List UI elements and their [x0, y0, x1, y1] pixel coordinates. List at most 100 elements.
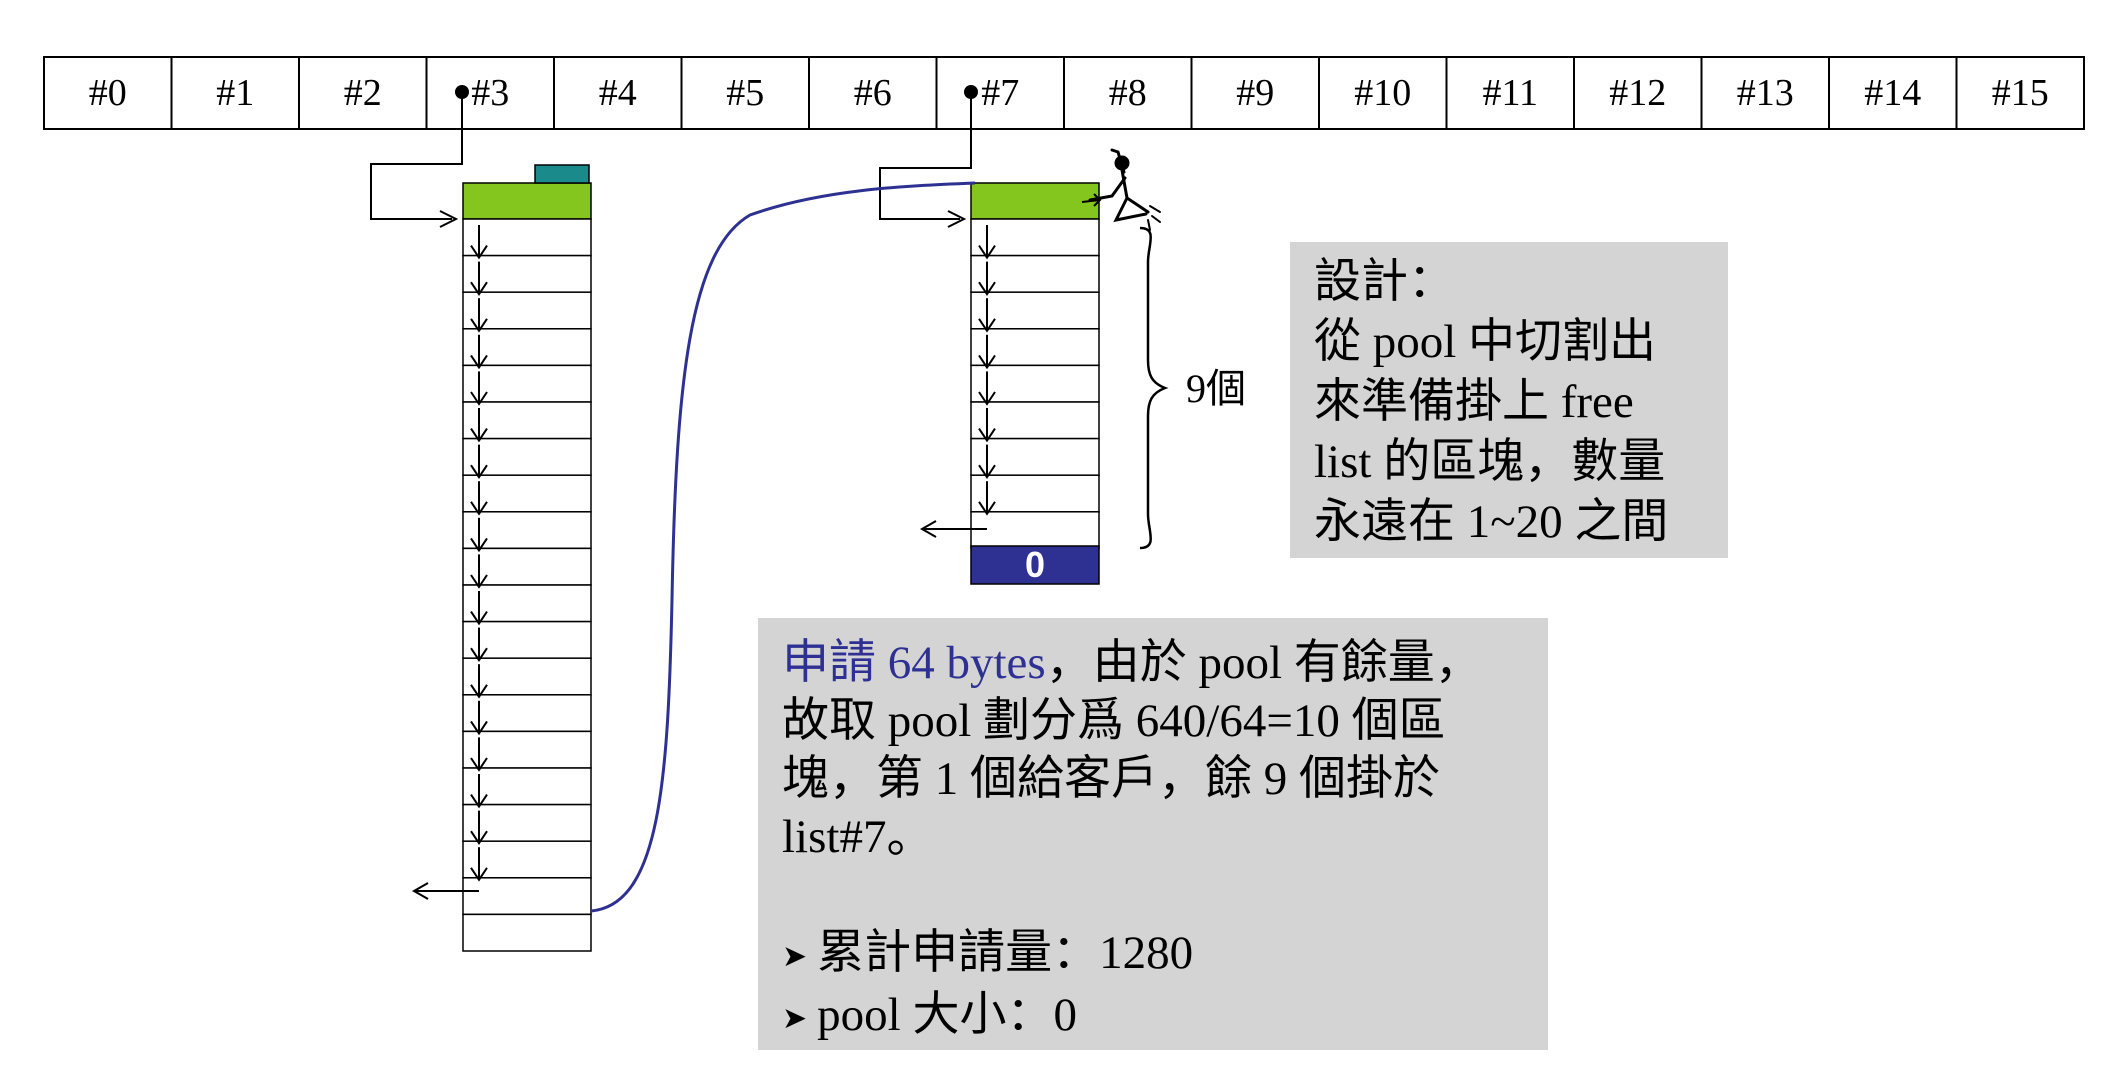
- free-list-slot-label: #11: [1482, 72, 1538, 114]
- next-pointer-arrowhead: [470, 501, 488, 516]
- chunk-cell: [970, 511, 1100, 550]
- next-pointer-arrowhead: [978, 428, 996, 443]
- free-list-slot-label: #2: [344, 72, 382, 114]
- chunk-stack-list3: [370, 85, 592, 952]
- stat-total-text: 累計申請量：1280: [817, 927, 1194, 979]
- next-pointer-arrowhead: [470, 537, 488, 553]
- chunk-cell: [970, 218, 1100, 257]
- design-note: 設計： 從 pool 中切割出 來準備掛上 free list 的區塊，數量 永…: [1290, 242, 1728, 558]
- next-pointer-arrowhead: [978, 354, 996, 370]
- next-pointer-arrowhead: [470, 354, 488, 370]
- free-list-slot-label: #4: [599, 72, 637, 114]
- chunk-cell: [462, 730, 592, 769]
- next-pointer-arrowhead: [978, 464, 996, 480]
- free-list-slot: [1955, 56, 2085, 130]
- free-list-slot-label: #5: [726, 72, 764, 114]
- pool-link-curve: [590, 181, 976, 913]
- free-list-slot-label: #7: [981, 72, 1019, 114]
- free-list-slot: [425, 56, 555, 130]
- terminal-label: 0: [1025, 544, 1045, 585]
- chunk-cell: [462, 364, 592, 403]
- next-pointer-arrowhead: [470, 757, 488, 772]
- next-pointer-arrowhead: [978, 281, 996, 297]
- design-note-line: 永遠在 1~20 之間: [1314, 496, 1669, 548]
- free-list-slot: [553, 56, 683, 130]
- free-list-slot-label: #0: [89, 72, 127, 114]
- design-note-line: 設計：: [1314, 256, 1455, 308]
- chunk-tab: [534, 164, 590, 184]
- free-list-slot-label: #9: [1236, 72, 1274, 114]
- free-list-slot: [1063, 56, 1193, 130]
- free-list-array: #0#1#2#3#4#5#6#7#8#9#10#11#12#13#14#15: [43, 56, 2085, 130]
- free-list-slot: [1190, 56, 1320, 130]
- next-pointer-arrowhead: [978, 245, 996, 260]
- chunk-cell: [462, 767, 592, 806]
- chunk-cell: [970, 328, 1100, 367]
- chunk-stack-list7: 0: [879, 85, 1102, 585]
- terminal-block: [970, 545, 1100, 585]
- next-pointer-arrowhead: [978, 391, 996, 406]
- next-pointer-arrowhead: [470, 391, 488, 406]
- chunk-cell: [970, 291, 1100, 330]
- next-pointer-arrowhead: [470, 867, 488, 882]
- next-pointer-arrowhead: [470, 318, 488, 333]
- chunk-cell: [462, 694, 592, 733]
- free-list-slot-label: #3: [471, 72, 509, 114]
- next-pointer-arrowhead: [470, 428, 488, 443]
- request-line-rest: ，由於 pool 有餘量，: [1045, 637, 1482, 689]
- free-list-slot: [935, 56, 1065, 130]
- free-list-slot: [1573, 56, 1703, 130]
- slot3-pointer-line: [370, 92, 463, 220]
- next-pointer-arrowhead: [470, 647, 488, 663]
- chunk-cell: [462, 913, 592, 952]
- chunk-cell: [462, 218, 592, 257]
- slot7-pointer-line: [879, 92, 972, 220]
- stat-total: ➤累計申請量：1280: [782, 924, 1528, 986]
- free-list-slot-label: #13: [1737, 72, 1794, 114]
- free-list-slot: [170, 56, 300, 130]
- chunk-cell: [462, 401, 592, 440]
- climber-figure-icon: [1088, 148, 1161, 231]
- chunk-cell: [462, 547, 592, 586]
- next-pointer-arrowhead: [470, 464, 488, 480]
- next-pointer-arrowhead: [470, 574, 488, 589]
- design-note-line: 從 pool 中切割出: [1314, 316, 1657, 368]
- next-pointer-arrowhead: [470, 281, 488, 297]
- chunk-cell: [462, 584, 592, 623]
- chunk-cell: [462, 291, 592, 330]
- design-note-line: list 的區塊，數量: [1314, 436, 1666, 488]
- next-pointer-arrowhead: [470, 794, 488, 809]
- chunk-cell: [970, 254, 1100, 293]
- request-line: 塊，第 1 個給客戶，餘 9 個掛於: [782, 753, 1440, 805]
- free-list-slot: [1700, 56, 1830, 130]
- request-line: list#7。: [782, 811, 934, 863]
- next-pointer-arrowhead: [470, 830, 488, 846]
- request-note: 申請 64 bytes，由於 pool 有餘量， 故取 pool 劃分爲 640…: [758, 618, 1548, 1050]
- free-list-slot-label: #14: [1864, 72, 1921, 114]
- request-line: 申請 64 bytes，由於 pool 有餘量，: [782, 634, 1528, 692]
- free-list-slot-label: #6: [854, 72, 892, 114]
- chunk-cell: [462, 437, 592, 476]
- chunk-cell: [462, 803, 592, 842]
- chunk-head: [462, 182, 592, 220]
- chunk-cell: [462, 328, 592, 367]
- design-note-line: 來準備掛上 free: [1314, 376, 1634, 428]
- blank-line: [782, 866, 1528, 924]
- chunk-cell: [462, 474, 592, 513]
- next-pointer-arrowhead: [978, 501, 996, 516]
- stat-pool-text: pool 大小：0: [817, 989, 1077, 1042]
- next-pointer-arrowhead: [470, 245, 488, 260]
- free-list-slot: [1828, 56, 1958, 130]
- chunk-cell: [970, 437, 1100, 476]
- chunk-cell: [462, 620, 592, 659]
- free-list-slot-label: #1: [216, 72, 254, 114]
- free-list-slot: [680, 56, 810, 130]
- request-line: 故取 pool 劃分爲 640/64=10 個區: [782, 695, 1446, 747]
- bullet-arrow-icon: ➤: [782, 1002, 808, 1036]
- chunk-cell: [462, 254, 592, 293]
- null-exit-arrowhead: [411, 882, 429, 900]
- next-pointer-arrowhead: [470, 684, 488, 699]
- chunk-cell: [970, 401, 1100, 440]
- free-list-slot: [43, 56, 173, 130]
- chunk-cell: [970, 474, 1100, 513]
